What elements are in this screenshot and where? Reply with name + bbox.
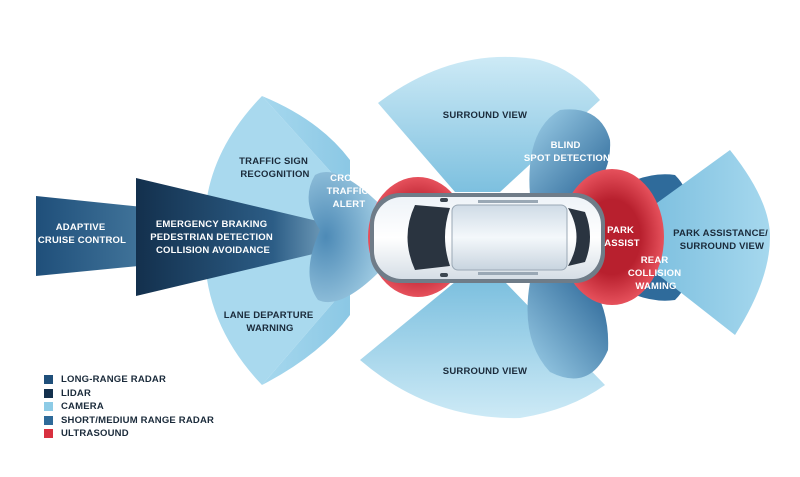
legend-item: ULTRASOUND bbox=[44, 427, 214, 441]
rear-camera-zone bbox=[610, 150, 770, 335]
surround-view-top-label: SURROUND VIEW bbox=[443, 110, 527, 121]
legend-label: LONG-RANGE RADAR bbox=[61, 374, 167, 386]
cross-traffic-label: CROSS TRAFFIC ALERT bbox=[327, 173, 372, 210]
legend-item: LIDAR bbox=[44, 387, 214, 401]
emergency-braking-label: EMERGENCY BRAKING PEDESTRIAN DETECTION C… bbox=[150, 219, 276, 256]
surround-view-bottom-label: SURROUND VIEW bbox=[443, 366, 527, 377]
blind-spot-bottom-zone bbox=[527, 282, 609, 379]
legend-swatch bbox=[44, 402, 53, 412]
legend-swatch bbox=[44, 375, 53, 385]
legend-label: ULTRASOUND bbox=[61, 428, 129, 440]
adaptive-cruise-label: ADAPTIVE CRUISE CONTROL bbox=[38, 222, 126, 246]
lidar-beam bbox=[136, 178, 385, 296]
surround-view-bottom-zone bbox=[360, 282, 605, 419]
legend-swatch bbox=[44, 415, 53, 425]
blind-spot-top-zone bbox=[529, 109, 611, 195]
blind-spot-label: BLIND SPOT DETECTION bbox=[524, 140, 610, 164]
park-surround-label: PARK ASSISTANCE/ SURROUND VIEW bbox=[673, 228, 771, 252]
legend-item: SHORT/MEDIUM RANGE RADAR bbox=[44, 414, 214, 428]
surround-view-top-zone bbox=[378, 56, 600, 192]
rear-collision-label: REAR COLLISION WAMING bbox=[628, 255, 684, 292]
legend-label: SHORT/MEDIUM RANGE RADAR bbox=[61, 414, 215, 426]
legend-swatch bbox=[44, 429, 53, 439]
park-assist-label: PARK ASSIST bbox=[604, 225, 640, 249]
legend-item: CAMERA bbox=[44, 400, 214, 414]
lane-departure-label: LANE DEPARTURE WARNING bbox=[224, 310, 317, 334]
legend-label: LIDAR bbox=[61, 387, 92, 399]
cross-traffic-lobe bbox=[308, 172, 395, 303]
legend-item: LONG-RANGE RADAR bbox=[44, 373, 214, 387]
legend-label: CAMERA bbox=[61, 401, 104, 413]
legend-swatch bbox=[44, 388, 53, 398]
traffic-sign-label: TRAFFIC SIGN RECOGNITION bbox=[239, 156, 311, 180]
car-top-view bbox=[370, 193, 605, 283]
